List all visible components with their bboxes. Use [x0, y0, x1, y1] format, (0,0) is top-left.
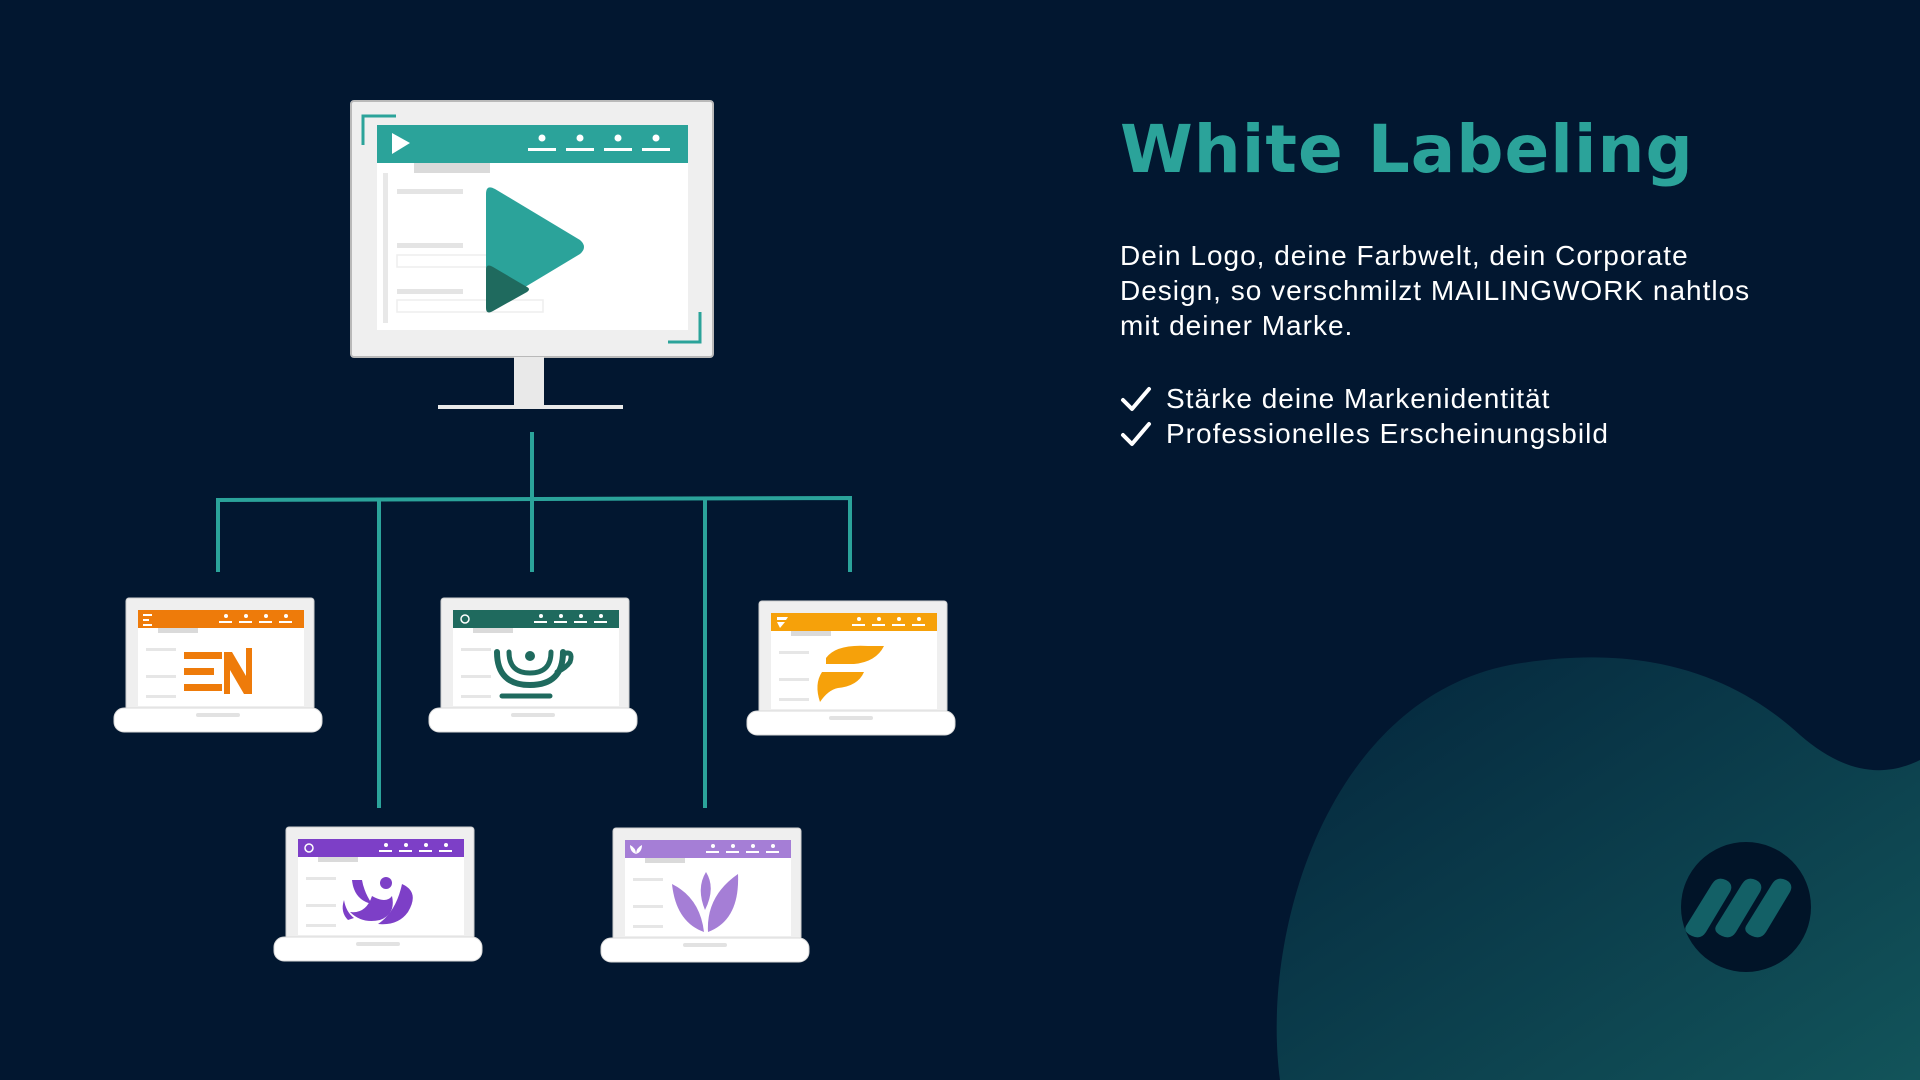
connector-lines [216, 432, 852, 808]
benefit-list: Stärke deine Markenidentität Professione… [1120, 381, 1760, 451]
background-blob [1276, 657, 1920, 1080]
check-icon [1121, 421, 1151, 446]
client-laptop-orange-en [113, 597, 323, 733]
en-logo-icon [184, 648, 252, 694]
central-monitor [350, 100, 714, 409]
f-logo-icon [817, 645, 884, 702]
client-laptop-lavender-leaf [600, 827, 810, 963]
dancer-logo-icon [342, 877, 413, 925]
feature-text-panel: White Labeling Dein Logo, deine Farbwelt… [1120, 110, 1760, 451]
mailingwork-logo-icon [1681, 842, 1811, 972]
monitor-header-icons [528, 134, 670, 151]
benefit-item: Stärke deine Markenidentität [1120, 381, 1760, 416]
client-laptop-purple-dancer [273, 826, 483, 962]
leaf-logo-icon [672, 872, 739, 932]
benefit-label: Professionelles Erscheinungsbild [1166, 418, 1609, 449]
benefit-label: Stärke deine Markenidentität [1166, 383, 1551, 414]
client-laptop-teal-cup [428, 597, 638, 733]
check-icon [1121, 386, 1151, 411]
description-text: Dein Logo, deine Farbwelt, dein Corporat… [1120, 240, 1751, 341]
client-laptop-orange-f [746, 600, 956, 736]
cup-logo-icon [494, 649, 574, 699]
page-title: White Labeling [1120, 111, 1694, 188]
benefit-item: Professionelles Erscheinungsbild [1120, 416, 1760, 451]
